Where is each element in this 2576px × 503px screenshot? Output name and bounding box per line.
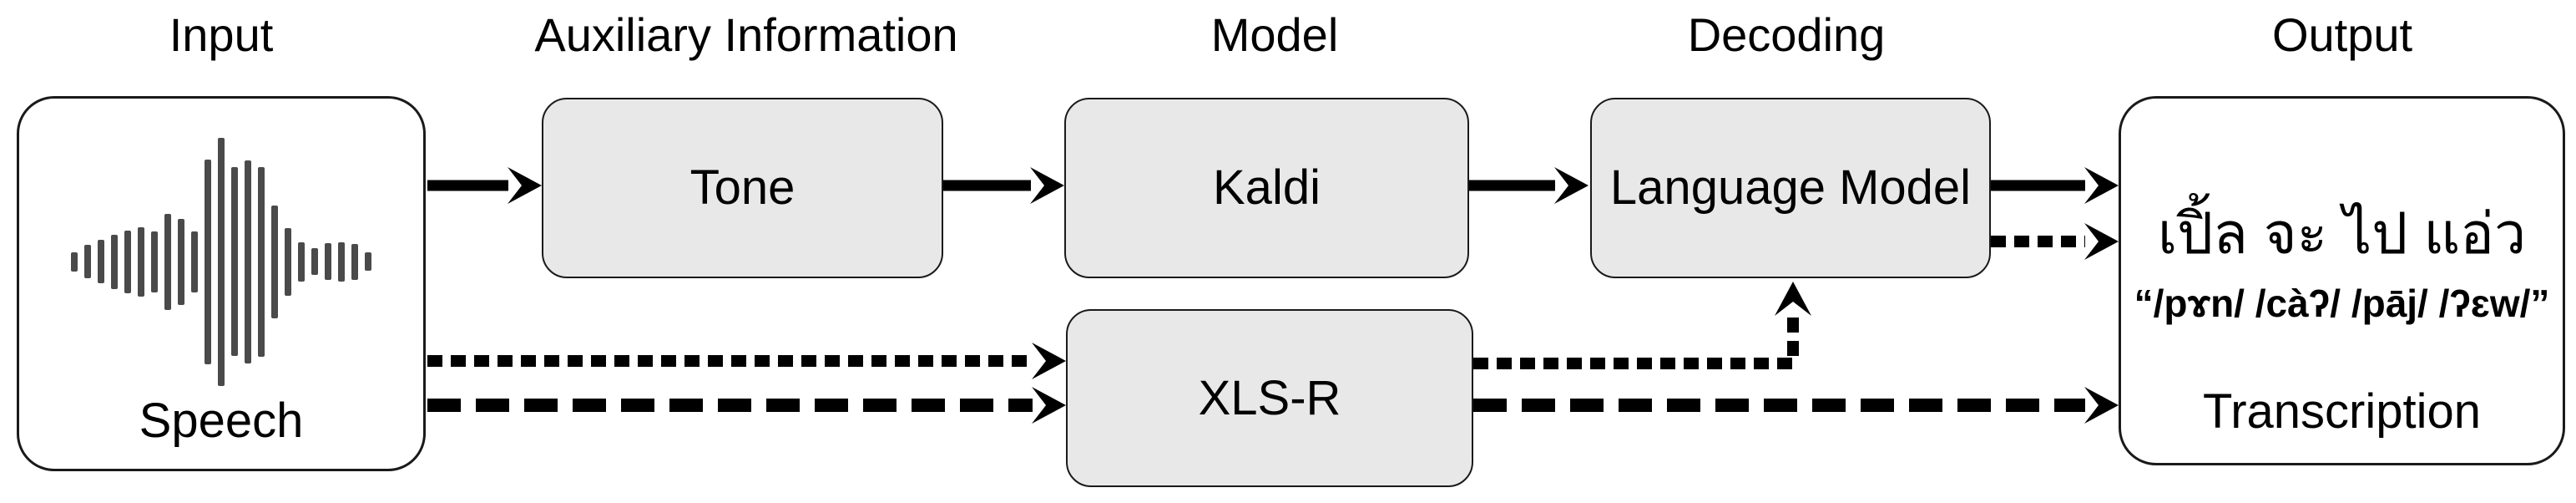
waveform-bar <box>271 205 278 318</box>
waveform-bar <box>191 231 198 292</box>
waveform-bar <box>151 231 158 292</box>
node-speech: Speech <box>17 96 426 471</box>
heading-input: Input <box>169 8 274 61</box>
waveform-bar <box>365 252 371 271</box>
heading-auxiliary-information: Auxiliary Information <box>534 8 958 61</box>
arrow-languagemodel-to-output-solid <box>1991 167 2119 204</box>
waveform-bar <box>338 241 345 282</box>
node-language-model: Language Model <box>1590 98 1991 278</box>
waveform-bar <box>124 230 131 293</box>
arrow-xlsr-to-languagemodel-dotted <box>1473 282 1811 369</box>
node-output-label: Transcription <box>2202 384 2482 439</box>
output-ipa-text: “/pɤn/ /càʔ/ /pāj/ /ʔɛw/” <box>2134 282 2550 325</box>
arrow-speech-to-xlsr-dashed <box>427 387 1066 424</box>
arrow-speech-to-xlsr-dotted <box>427 343 1066 379</box>
node-speech-label: Speech <box>139 394 304 448</box>
arrow-xlsr-to-output-dashed <box>1473 387 2119 424</box>
waveform-bar <box>84 245 91 278</box>
node-tone: Tone <box>542 98 943 278</box>
waveform-bar <box>218 137 225 386</box>
node-tone-label: Tone <box>689 160 796 215</box>
node-xlsr-label: XLS-R <box>1198 370 1341 425</box>
waveform-bar <box>245 160 251 363</box>
waveform-bar <box>298 241 305 282</box>
waveform-bar <box>138 226 144 297</box>
waveform-bar <box>71 252 78 272</box>
node-kaldi: Kaldi <box>1064 98 1469 278</box>
waveform-bar <box>351 243 358 280</box>
node-kaldi-label: Kaldi <box>1213 160 1321 215</box>
arrow-speech-to-tone <box>427 167 542 204</box>
waveform-bar <box>325 243 331 280</box>
waveform-bar <box>311 248 318 275</box>
node-language-model-label: Language Model <box>1609 160 1972 215</box>
waveform-bar <box>258 166 265 357</box>
waveform-bar <box>205 159 211 364</box>
waveform-bar <box>231 167 238 356</box>
heading-output: Output <box>2271 8 2413 61</box>
waveform-bar <box>111 234 118 289</box>
waveform-bar <box>164 213 171 310</box>
arrow-tone-to-kaldi <box>943 167 1064 204</box>
node-output: เปิ้ล จะ ไป แอ่ว “/pɤn/ /càʔ/ /pāj/ /ʔɛw… <box>2119 96 2565 465</box>
heading-decoding: Decoding <box>1687 8 1886 61</box>
arrow-languagemodel-to-output-dotted <box>1991 223 2119 260</box>
arrow-kaldi-to-languagemodel <box>1469 167 1589 204</box>
node-xlsr: XLS-R <box>1066 309 1473 487</box>
waveform-bar <box>98 240 104 283</box>
waveform-icon <box>71 136 371 387</box>
heading-model: Model <box>1210 8 1339 61</box>
output-thai-text: เปิ้ล จะ ไป แอ่ว <box>2157 202 2527 266</box>
waveform-bar <box>178 218 184 305</box>
waveform-bar <box>285 227 291 296</box>
